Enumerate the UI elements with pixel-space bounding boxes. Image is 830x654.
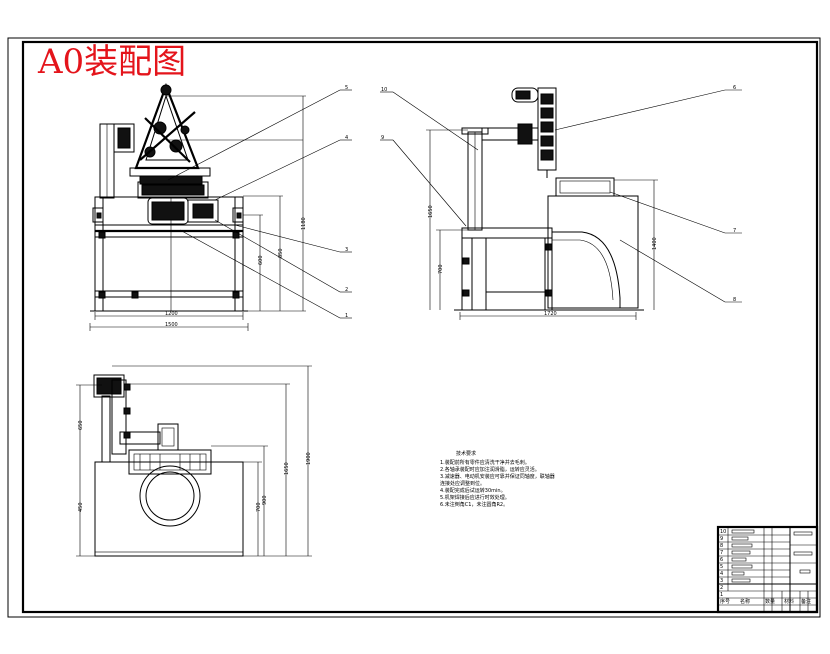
dim-side-h2: 1650: [428, 205, 434, 218]
drawing-title: A0装配图: [37, 42, 186, 82]
title-block-row: 8: [720, 543, 723, 549]
balloon-10: 10: [381, 87, 387, 93]
dim-front-h2: 850: [278, 248, 284, 258]
dim-front-h1: 600: [258, 255, 264, 265]
title-block-row: 1: [720, 592, 723, 598]
dim-plan-h4: 1900: [306, 452, 312, 465]
tech-req-heading: 技术要求: [456, 450, 476, 457]
balloon-6: 6: [733, 85, 736, 91]
tech-req-line: 3.减速器、电动机安装应可靠并保证同轴度，联轴器: [440, 473, 555, 480]
dim-plan-h3: 1650: [284, 462, 290, 475]
title-block-header: 序号: [720, 598, 730, 605]
title-block-row: 5: [720, 564, 723, 570]
title-block-row: 3: [720, 578, 723, 584]
tech-req-line: 5.机架焊接后应进行时效处理。: [440, 494, 510, 501]
balloon-1: 1: [345, 313, 348, 319]
title-block-header: 材料: [784, 598, 794, 605]
title-block: 10 9 8 7 6 5 4 3 2 1 序号 名称 数量 材料 备注: [716, 525, 819, 614]
outer-frame: [7, 37, 821, 618]
title-block-row: 2: [720, 585, 723, 591]
dim-front-h3: 1180: [301, 217, 307, 230]
tech-req-line: 2.各轴承装配时应加注润滑脂，运转应灵活。: [440, 466, 540, 473]
title-block-row: 9: [720, 536, 723, 542]
technical-requirements: 技术要求 1.装配前所有零件应清洗干净并去毛刺。 2.各轴承装配时应加注润滑脂，…: [440, 450, 555, 508]
title-block-header: 数量: [765, 598, 775, 605]
dim-plan-h2: 900: [262, 495, 268, 505]
title-block-header: 名称: [740, 598, 750, 605]
tech-req-line: 1.装配前所有零件应清洗干净并去毛刺。: [440, 459, 530, 466]
balloon-3: 3: [345, 247, 348, 253]
plan-view: 650 450 700 900 1650 1900: [76, 365, 312, 557]
title-block-row: 10: [720, 529, 726, 535]
title-block-row: 4: [720, 571, 723, 577]
balloon-7: 7: [733, 228, 736, 234]
balloon-2: 2: [345, 287, 348, 293]
balloon-9: 9: [381, 135, 384, 141]
dim-plan-h1: 700: [256, 502, 262, 512]
title-block-header: 备注: [801, 598, 811, 605]
tech-req-line: 6.未注倒角C1，未注圆角R2。: [440, 501, 508, 508]
dim-plan-left1: 650: [78, 420, 84, 430]
dim-front-base: 1200: [165, 311, 178, 317]
inner-frame: [21, 40, 819, 614]
side-view: 1720 700 1650 1400 10 9 6 7 8: [380, 85, 742, 320]
dim-side-h3: 1400: [652, 237, 658, 250]
dim-front-overall: 1500: [165, 322, 178, 328]
balloon-5: 5: [345, 85, 348, 91]
tech-req-line: 连接处应调整到位。: [440, 480, 485, 487]
dim-side-base: 1720: [544, 311, 557, 317]
balloon-4: 4: [345, 135, 348, 141]
dim-side-h1: 700: [438, 264, 444, 274]
tech-req-line: 4.装配完成后试运转30min。: [440, 487, 506, 494]
front-view: 1200 1500 600 850 1180 5 4 3 2 1: [89, 82, 352, 331]
title-block-row: 6: [720, 557, 723, 563]
title-block-row: 7: [720, 550, 723, 556]
dim-plan-left2: 450: [78, 502, 84, 512]
balloon-8: 8: [733, 297, 736, 303]
